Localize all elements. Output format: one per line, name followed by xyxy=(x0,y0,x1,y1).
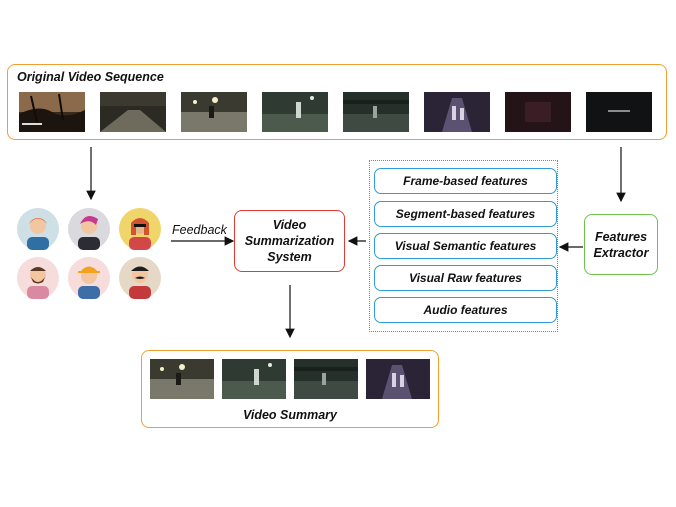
user-avatar-pinkhair xyxy=(68,208,110,250)
feature-visual-semantic: Visual Semantic features xyxy=(374,233,557,259)
summary-frame-4 xyxy=(366,359,430,399)
feedback-label: Feedback xyxy=(172,223,227,237)
feature-visual-raw: Visual Raw features xyxy=(374,265,557,291)
video-frame-3 xyxy=(181,92,247,132)
system-label-line2: Summarization xyxy=(244,234,335,248)
summary-frame-1 xyxy=(150,359,214,399)
summary-frame-2 xyxy=(222,359,286,399)
video-frame-2 xyxy=(100,92,166,132)
user-avatar-beard xyxy=(17,257,59,299)
video-frame-8 xyxy=(586,92,652,132)
user-avatar-sunglasses xyxy=(119,208,161,250)
feature-frame-based: Frame-based features xyxy=(374,168,557,194)
summary-frame-3 xyxy=(294,359,358,399)
video-frame-5 xyxy=(343,92,409,132)
video-frame-6 xyxy=(424,92,490,132)
video-summary-box xyxy=(141,350,439,428)
extractor-label-line1: Features xyxy=(594,230,648,244)
video-summarization-system-box xyxy=(234,210,345,272)
user-avatar-mustache xyxy=(119,257,161,299)
users-group xyxy=(16,205,162,301)
feature-segment-based: Segment-based features xyxy=(374,201,557,227)
features-container xyxy=(369,160,558,332)
system-label-line1: Video xyxy=(272,218,307,232)
extractor-label-line2: Extractor xyxy=(593,246,649,260)
user-avatar-redhair xyxy=(17,208,59,250)
original-video-sequence-title: Original Video Sequence xyxy=(17,70,164,84)
features-extractor-box xyxy=(584,214,658,275)
feature-audio: Audio features xyxy=(374,297,557,323)
video-summary-title: Video Summary xyxy=(242,408,337,422)
original-video-sequence-box xyxy=(7,64,667,140)
video-frame-1 xyxy=(19,92,85,132)
system-label-line3: System xyxy=(267,250,312,264)
features-extractor-label: Features Extractor xyxy=(584,229,658,261)
user-avatar-hardhat xyxy=(68,257,110,299)
video-frame-7 xyxy=(505,92,571,132)
video-summarization-system-label: Video Summarization System xyxy=(234,217,345,265)
video-frame-4 xyxy=(262,92,328,132)
